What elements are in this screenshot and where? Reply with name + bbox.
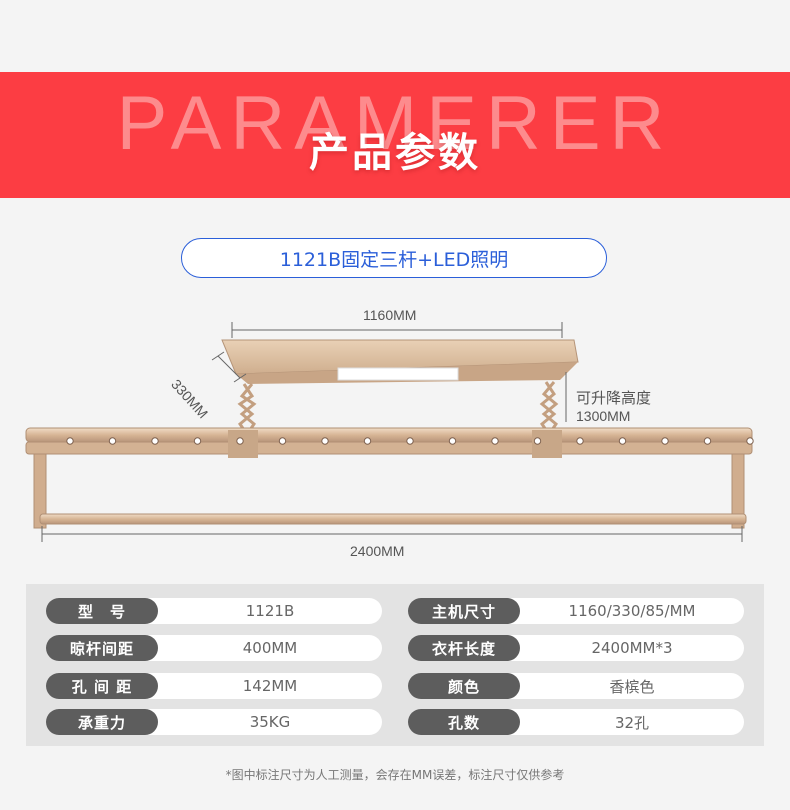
spec-row: 孔 间 距 142MM <box>46 673 382 699</box>
rack-hole <box>193 437 202 445</box>
total-width-dimension <box>41 526 743 542</box>
rack-hole <box>703 437 712 445</box>
rack-hole <box>618 437 627 445</box>
spec-key: 晾杆间距 <box>46 635 158 661</box>
product-diagram <box>25 322 754 542</box>
total-width-label: 2400MM <box>350 543 405 559</box>
rack-hole <box>151 437 159 445</box>
spec-key: 颜色 <box>408 673 520 699</box>
top-width-label: 1160MM <box>363 307 417 323</box>
rack-hole <box>448 437 457 445</box>
spec-value: 2400MM*3 <box>591 639 673 657</box>
spec-row: 颜色 香槟色 <box>408 673 744 699</box>
header-banner: PARAMERER 产品参数 <box>0 72 790 198</box>
rack-hole <box>661 437 669 445</box>
rack-hole <box>278 437 287 445</box>
drying-rack <box>25 427 753 529</box>
footnote: *图中标注尺寸为人工测量，会存在MM误差，标注尺寸仅供参考 <box>225 768 565 782</box>
spec-value: 142MM <box>242 677 298 695</box>
rack-hole <box>321 437 329 445</box>
spec-key: 型 号 <box>46 598 158 624</box>
spec-value: 35KG <box>249 713 291 731</box>
spec-key: 承重力 <box>46 709 158 735</box>
banner-title: 产品参数 <box>309 130 481 176</box>
rack-hole <box>406 437 414 445</box>
spec-row: 孔数 32孔 <box>408 709 744 735</box>
rack-hole <box>533 437 542 445</box>
spec-row: 承重力 35KG <box>46 709 382 735</box>
spec-value: 1121B <box>245 602 295 620</box>
model-label-pill: 1121B固定三杆+LED照明 <box>181 238 607 278</box>
spec-value: 32孔 <box>614 713 650 732</box>
rack-hole <box>363 437 372 445</box>
rack-holes <box>66 437 754 445</box>
spec-row: 主机尺寸 1160/330/85/MM <box>408 598 744 624</box>
spec-row: 衣杆长度 2400MM*3 <box>408 635 744 661</box>
spec-key: 主机尺寸 <box>408 598 520 624</box>
spec-key: 孔数 <box>408 709 520 735</box>
spec-row: 晾杆间距 400MM <box>46 635 382 661</box>
rack-hole <box>66 437 74 445</box>
spec-key: 孔 间 距 <box>46 673 158 699</box>
main-unit <box>221 339 579 384</box>
rack-hole <box>746 437 754 445</box>
spec-value: 1160/330/85/MM <box>568 602 696 620</box>
top-width-dimension <box>231 322 563 338</box>
spec-key: 衣杆长度 <box>408 635 520 661</box>
lift-height-value: 1300MM <box>576 408 631 424</box>
rack-hole <box>576 437 584 445</box>
rack-hole <box>491 437 499 445</box>
scissor-arms <box>237 381 559 437</box>
lift-height-title: 可升降高度 <box>576 390 652 407</box>
spec-table: 型 号 1121B 主机尺寸 1160/330/85/MM 晾杆间距 400MM… <box>26 584 764 746</box>
rack-hole <box>108 437 117 445</box>
rack-hole <box>236 437 244 445</box>
spec-value: 400MM <box>242 639 298 657</box>
spec-row: 型 号 1121B <box>46 598 382 624</box>
banner-background-text: PARAMERER <box>116 81 674 166</box>
spec-value: 香槟色 <box>609 677 655 696</box>
depth-dimension <box>211 351 247 383</box>
